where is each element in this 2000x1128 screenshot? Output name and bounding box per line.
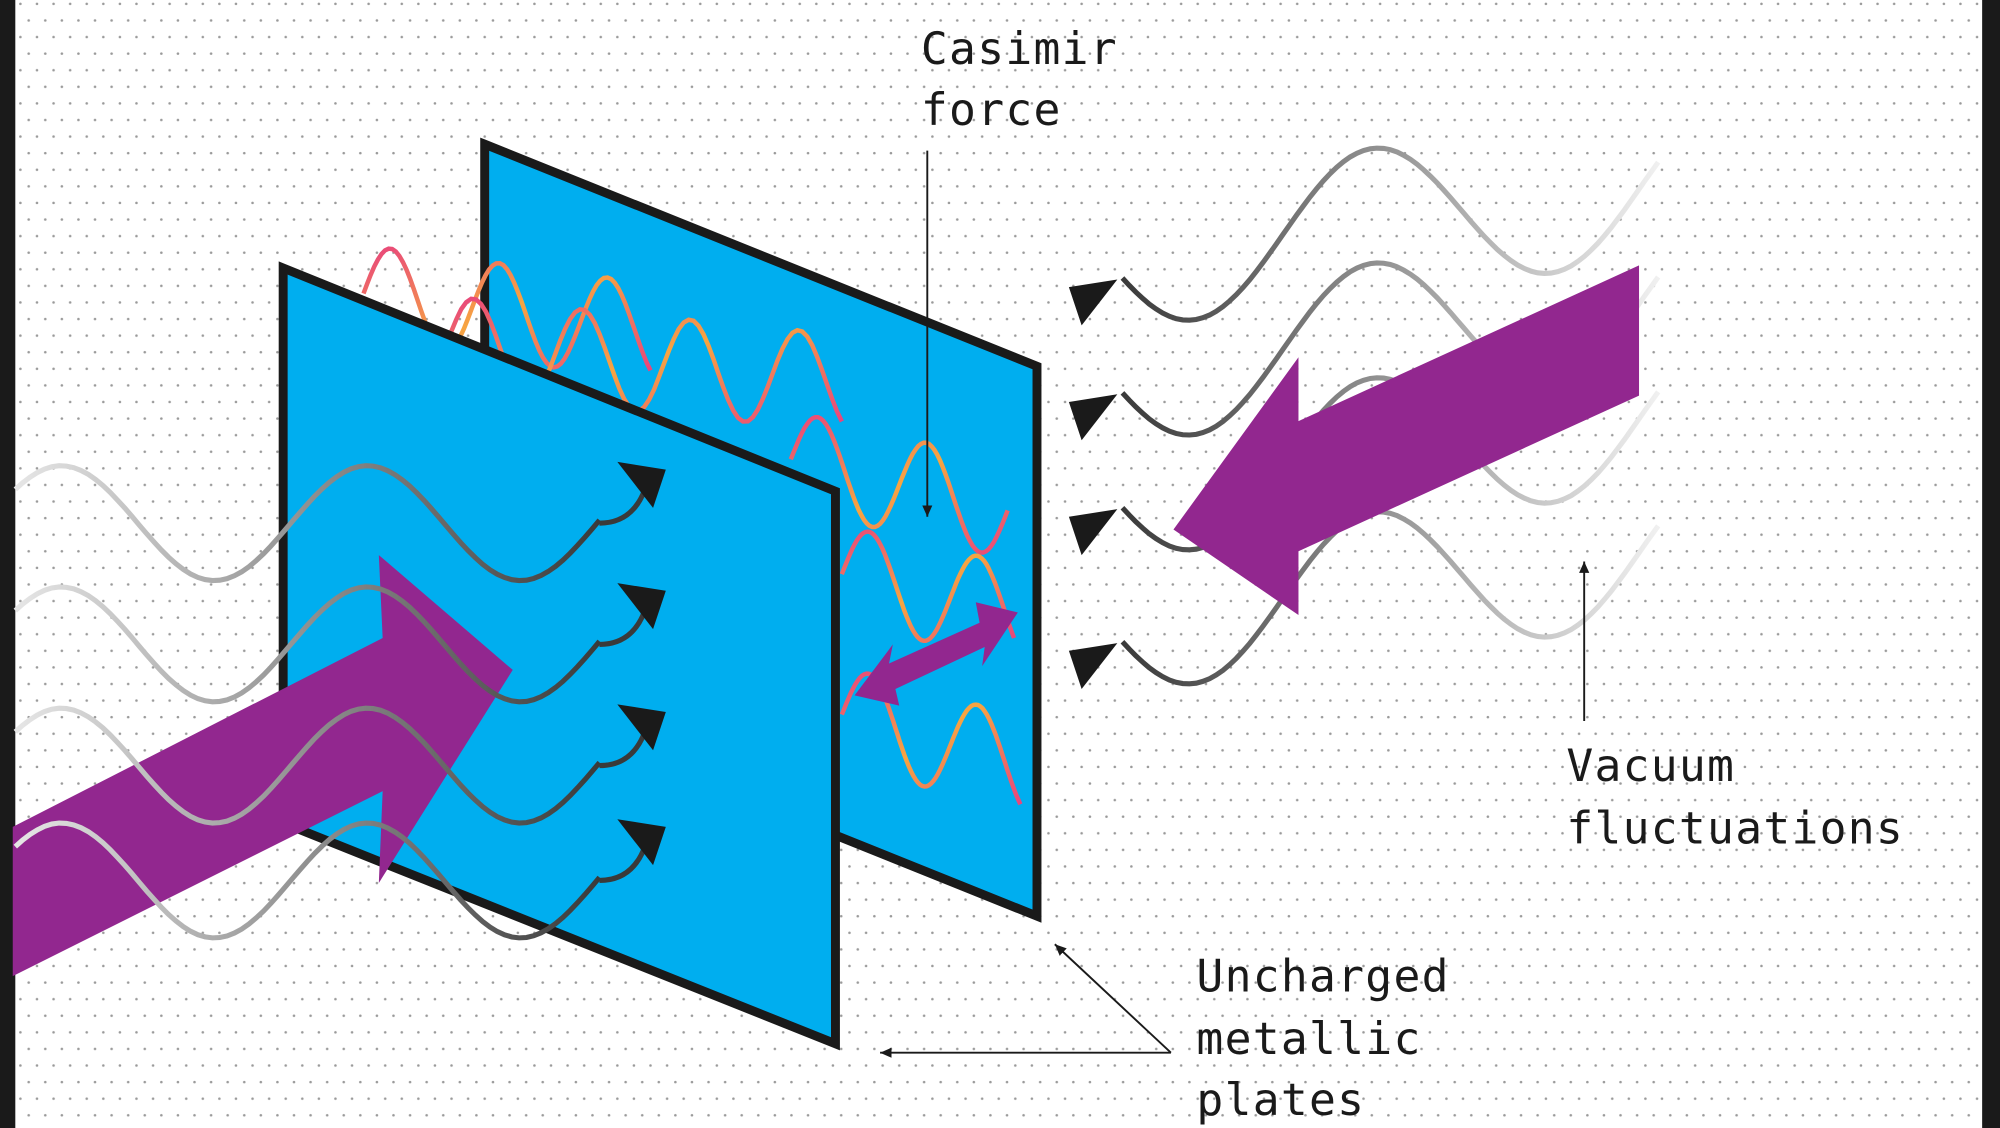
label-vacuum-fluctuations: Vacuum fluctuations xyxy=(1566,740,1904,855)
vacuum-fluctuation-waves-left xyxy=(13,461,666,941)
casimir-wave xyxy=(788,415,1010,555)
casimir-force-double-arrow xyxy=(854,602,1018,706)
casimir-wave xyxy=(839,529,1017,644)
wave-line xyxy=(1120,145,1661,323)
label-uncharged-metallic-plates: Uncharged metallic plates xyxy=(1196,950,1449,1126)
wave-line xyxy=(599,611,647,647)
back-plate-pointer xyxy=(1054,943,1172,1054)
purple-arrow-right xyxy=(1173,265,1640,616)
label-casimir-force: Casimir force xyxy=(921,23,1118,136)
label-line: Vacuum xyxy=(1566,740,1735,792)
wave-line xyxy=(599,847,647,884)
label-line: force xyxy=(921,84,1062,136)
wave-line xyxy=(13,705,602,826)
arrowhead-icon xyxy=(1068,643,1118,690)
label-line: metallic xyxy=(1196,1013,1421,1065)
arrowhead-icon xyxy=(1068,279,1118,326)
wave-line xyxy=(13,463,602,584)
label-line: plates xyxy=(1196,1074,1365,1126)
arrowhead-icon xyxy=(617,819,666,866)
arrowhead-icon xyxy=(1068,394,1118,441)
purple-arrow-left xyxy=(12,555,513,977)
front-plate xyxy=(278,261,840,1051)
casimir-wave xyxy=(361,246,653,372)
arrowhead-icon xyxy=(617,461,666,508)
wave-line xyxy=(13,584,602,705)
wave-line xyxy=(599,732,647,769)
label-line: Casimir xyxy=(921,23,1118,75)
wave-line xyxy=(1120,509,1661,687)
label-line: fluctuations xyxy=(1566,802,1904,854)
label-leader-lines xyxy=(880,150,1590,1058)
wave-line xyxy=(599,490,647,526)
right-border xyxy=(1982,0,2000,1128)
left-border xyxy=(0,0,16,1128)
wave-line xyxy=(13,820,602,941)
arrowhead-icon xyxy=(1068,509,1118,556)
label-line: Uncharged xyxy=(1196,950,1449,1002)
arrowhead-icon xyxy=(617,704,666,751)
arrowhead-icon xyxy=(617,583,666,630)
